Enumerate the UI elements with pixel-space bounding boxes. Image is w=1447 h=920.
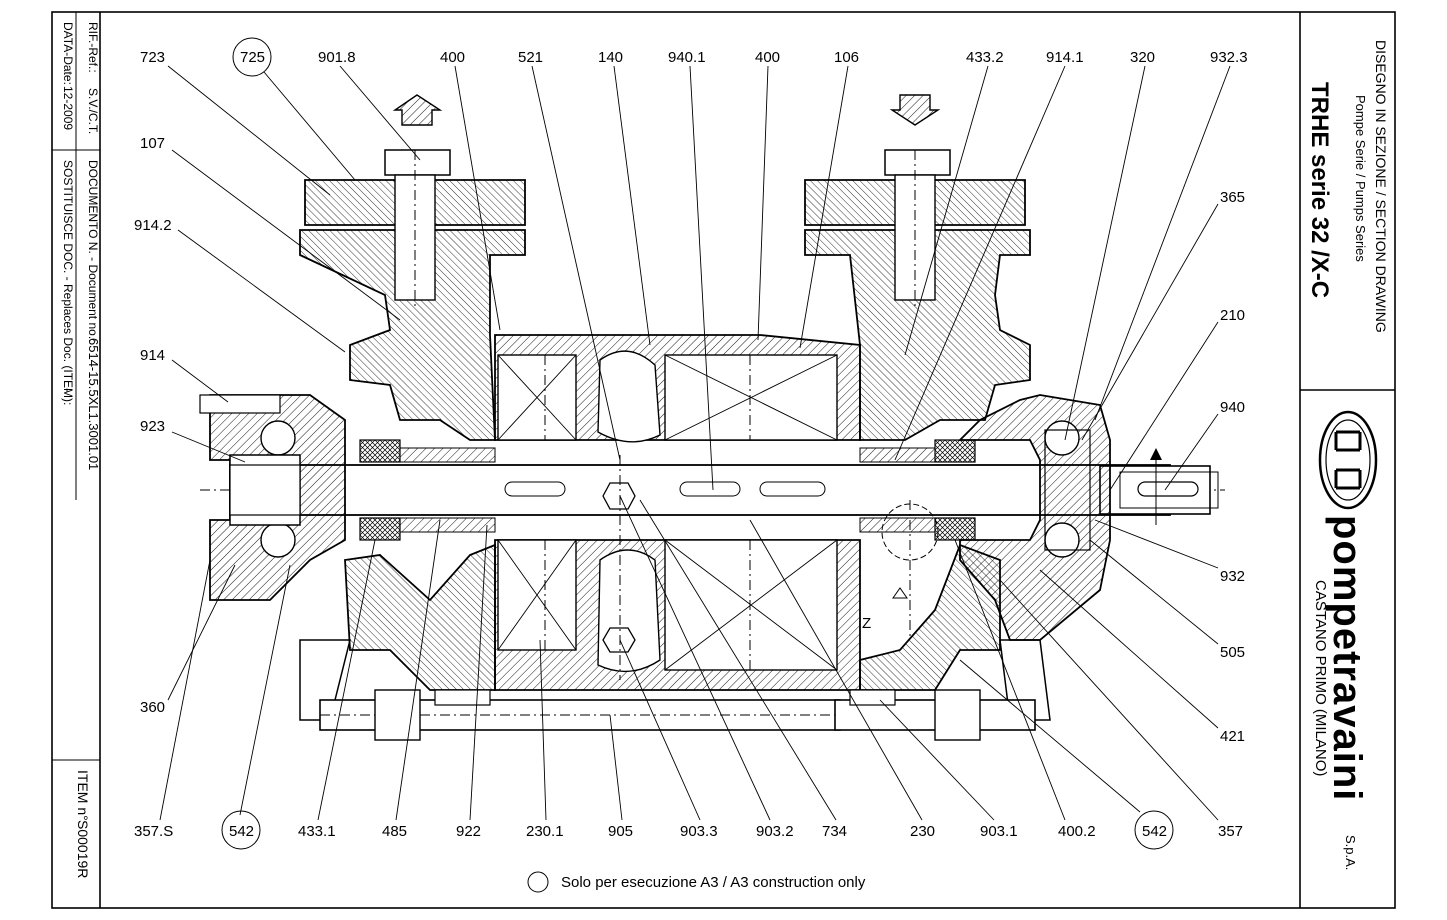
- svg-text:-: -: [61, 388, 75, 392]
- svg-text:ITEM n°: ITEM n°: [75, 770, 91, 821]
- location: CASTANO PRIMO (MILANO): [1312, 580, 1329, 776]
- impeller-2: [664, 354, 838, 671]
- travaini-logo: [1318, 410, 1378, 510]
- svg-text:12-2009: 12-2009: [61, 86, 75, 130]
- pump-cross-section: Z: [199, 94, 1225, 741]
- data-value: 12-2009: [61, 86, 75, 130]
- labels-top: 723 725 901.8 400 521 140 940.1 400 106 …: [140, 37, 1248, 77]
- svg-text:DATA-Date:: DATA-Date:: [61, 22, 75, 85]
- label-433-1: 433.1: [298, 823, 336, 840]
- label-905: 905: [608, 823, 633, 840]
- inlet-arrow-icon: [889, 94, 941, 126]
- label-922: 922: [456, 823, 481, 840]
- item-value: S00019R: [75, 820, 91, 878]
- shaft: [229, 464, 1171, 516]
- label-903-3: 903.3: [680, 823, 718, 840]
- label-542-circled-right: 542: [1142, 823, 1167, 840]
- title-block: DISEGNO IN SEZIONE / SECTION DRAWING Pom…: [1306, 40, 1389, 870]
- series-line: Pompe Serie / Pumps Series: [1353, 95, 1368, 262]
- sheet-border: [51, 11, 1396, 909]
- label-940: 940: [1220, 399, 1245, 416]
- outlet-arrow-icon: [392, 94, 443, 126]
- label-357: 357: [1218, 823, 1243, 840]
- label-725-circled: 725: [240, 49, 265, 66]
- svg-text:6514-15.5XL1.3001.01: 6514-15.5XL1.3001.01: [86, 338, 101, 470]
- label-914-2: 914.2: [134, 217, 172, 234]
- footnote-text: Solo per esecuzione A3 / A3 construction…: [561, 874, 866, 891]
- label-360: 360: [140, 699, 165, 716]
- view-marker: Z: [862, 615, 871, 632]
- right-head: [804, 229, 1031, 441]
- item-label: ITEM n°: [75, 770, 91, 821]
- label-485: 485: [382, 823, 407, 840]
- data-label: DATA-Date:: [61, 22, 75, 85]
- document-value: 6514-15.5XL1.3001.01: [86, 338, 101, 470]
- label-365: 365: [1220, 189, 1245, 206]
- label-734: 734: [822, 823, 847, 840]
- label-107: 107: [140, 135, 165, 152]
- a3-marker-circle: [527, 871, 549, 893]
- leader-lines: [159, 65, 1231, 821]
- label-521: 521: [518, 49, 543, 66]
- drawing-title: DISEGNO IN SEZIONE / SECTION DRAWING: [1373, 40, 1389, 333]
- label-932-3: 932.3: [1210, 49, 1248, 66]
- label-932: 932: [1220, 568, 1245, 585]
- label-400-a: 400: [440, 49, 465, 66]
- label-140: 140: [598, 49, 623, 66]
- labels-right: 365 210 940 932 505 421: [1220, 189, 1245, 745]
- label-914-1: 914.1: [1046, 49, 1084, 66]
- label-505: 505: [1220, 644, 1245, 661]
- replaces-value: -: [61, 388, 75, 392]
- right-lower-casing: [859, 543, 1001, 691]
- label-433-2: 433.2: [966, 49, 1004, 66]
- brand-name: pompetravaini: [1325, 515, 1369, 801]
- left-strip: RIF.-Ref.: S.V./C.T. DATA-Date: 12-2009 …: [61, 22, 101, 878]
- rif-value: S.V./C.T.: [86, 88, 100, 134]
- svg-text:SOSTITUISCE DOC. - Replaces Do: SOSTITUISCE DOC. - Replaces Doc. (ITEM):: [61, 160, 75, 405]
- label-320: 320: [1130, 49, 1155, 66]
- labels-bottom: 357.S 542 433.1 485 922 230.1 905 903.3 …: [134, 810, 1243, 850]
- rif-label: RIF.-Ref.:: [86, 22, 100, 73]
- label-914: 914: [140, 347, 165, 364]
- left-head: [299, 229, 526, 441]
- label-923: 923: [140, 418, 165, 435]
- brand-suffix: S.p.A.: [1343, 835, 1358, 870]
- label-723: 723: [140, 49, 165, 66]
- svg-text:S.V./C.T.: S.V./C.T.: [86, 88, 100, 134]
- label-106: 106: [834, 49, 859, 66]
- label-357-s: 357.S: [134, 823, 173, 840]
- label-903-2: 903.2: [756, 823, 794, 840]
- svg-text:DOCUMENTO N. - Document no.:: DOCUMENTO N. - Document no.:: [86, 160, 100, 342]
- label-940-1: 940.1: [668, 49, 706, 66]
- replaces-label: SOSTITUISCE DOC. - Replaces Doc. (ITEM):: [61, 160, 75, 405]
- label-400-b: 400: [755, 49, 780, 66]
- labels-left: 107 914.2 914 923 360: [134, 135, 172, 716]
- label-421: 421: [1220, 728, 1245, 745]
- left-lower-casing: [344, 543, 496, 691]
- label-903-1: 903.1: [980, 823, 1018, 840]
- document-label: DOCUMENTO N. - Document no.:: [86, 160, 100, 342]
- label-901-8: 901.8: [318, 49, 356, 66]
- svg-text:RIF.-Ref.:: RIF.-Ref.:: [86, 22, 100, 73]
- model-title: TRHE serie 32 /X-C: [1306, 82, 1333, 298]
- impeller-1: [497, 354, 577, 651]
- label-230: 230: [910, 823, 935, 840]
- label-542-circled-left: 542: [229, 823, 254, 840]
- label-230-1: 230.1: [526, 823, 564, 840]
- svg-text:S00019R: S00019R: [75, 820, 91, 878]
- label-210: 210: [1220, 307, 1245, 324]
- label-400-2: 400.2: [1058, 823, 1096, 840]
- footnote: Solo per esecuzione A3 / A3 construction…: [527, 871, 866, 893]
